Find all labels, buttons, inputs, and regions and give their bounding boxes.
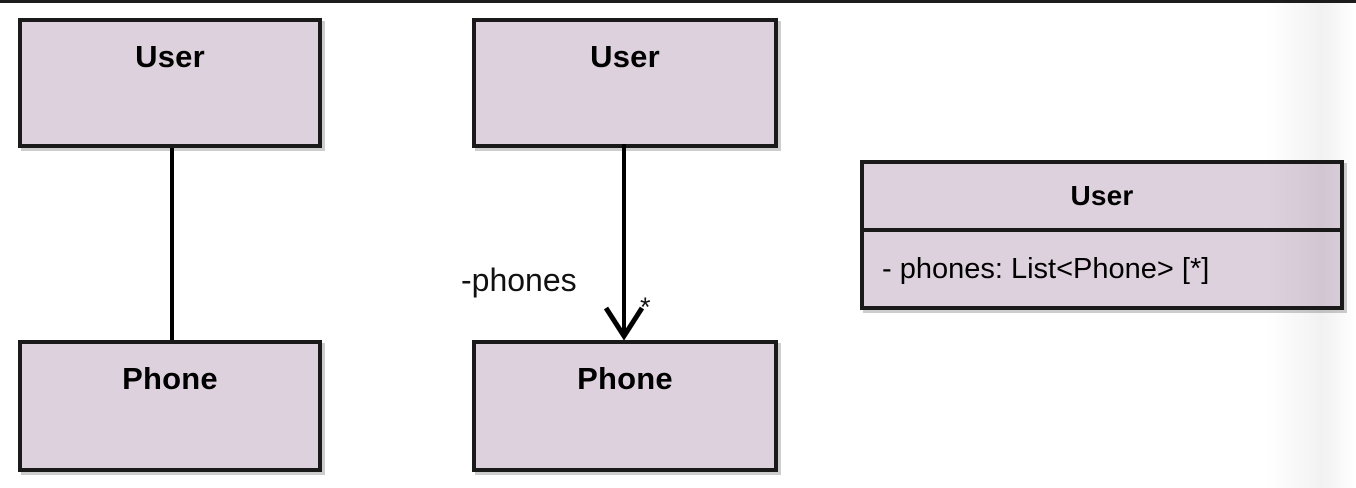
class-box-user-directed[interactable]: User [472,18,778,148]
class-name-label: User [1070,180,1134,211]
association-role-label: -phones [461,262,577,298]
class-name-label: Phone [577,361,673,396]
association-line-plain[interactable] [170,148,174,342]
class-name-compartment: User [864,164,1340,232]
association-multiplicity-label: * [640,292,651,322]
class-box-user-with-attributes[interactable]: User - phones: List<Phone> [*] [860,160,1344,310]
slide-top-rule [0,0,1356,3]
class-attribute-compartment: - phones: List<Phone> [*] [864,232,1340,306]
class-name-label: Phone [122,361,218,396]
class-box-user-plain[interactable]: User [18,18,322,148]
class-name-label: User [135,39,205,74]
class-attribute-item: - phones: List<Phone> [*] [882,253,1210,285]
class-name-label: User [590,39,660,74]
class-box-phone-plain[interactable]: Phone [18,340,322,472]
class-box-phone-directed[interactable]: Phone [472,340,778,472]
association-arrow-directed[interactable] [0,140,720,350]
